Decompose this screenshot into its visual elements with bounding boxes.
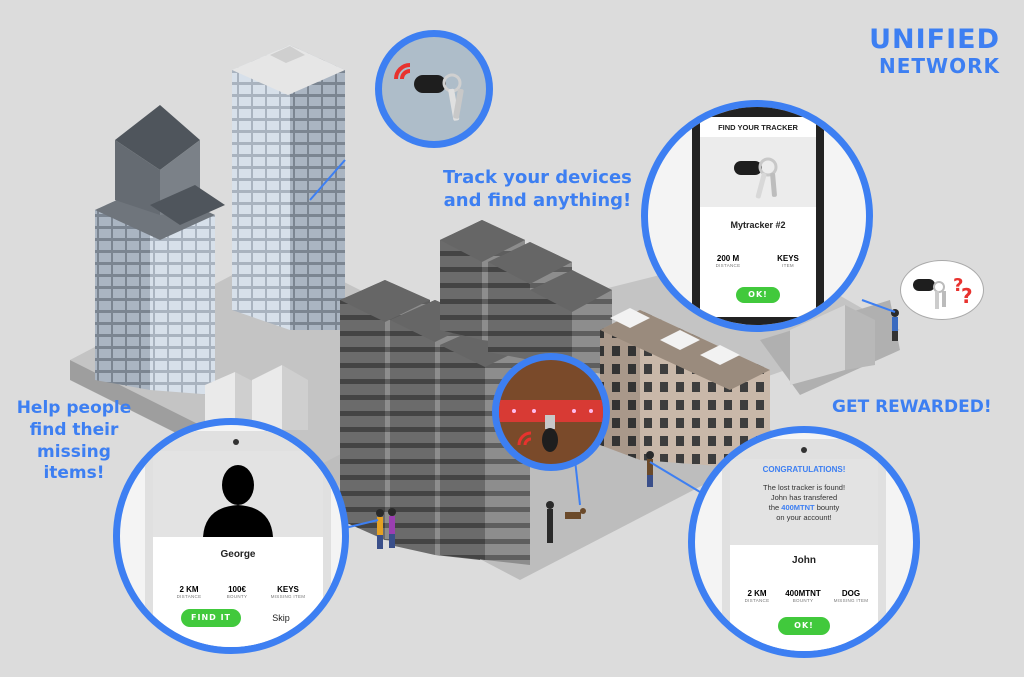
- question-mark-icon: ? ?: [913, 275, 973, 309]
- congrats-title: CONGRATULATIONS!: [762, 465, 846, 474]
- stat-label: BOUNTY: [792, 598, 814, 603]
- track-caption: Track your devices and find anything!: [443, 166, 632, 212]
- help-caption-line-3: missing items!: [37, 441, 111, 484]
- stat-value: 2 KM: [179, 585, 199, 594]
- stat-label: DISTANCE: [744, 598, 770, 603]
- phone-screen: CONGRATULATIONS! The lost tracker is fou…: [730, 459, 878, 651]
- question-bubble: ? ?: [900, 260, 984, 320]
- ok-button[interactable]: OK!: [778, 617, 830, 635]
- stat-label: MISSING ITEM: [833, 598, 869, 603]
- message-line: on your account!: [776, 513, 832, 522]
- phone-reward: CONGRATULATIONS! The lost tracker is fou…: [722, 439, 886, 651]
- brand-line-1: UNIFIED: [869, 24, 1000, 55]
- phone-screen: FIND YOUR TRACKER Mytracker #2 200 M DIS…: [700, 117, 816, 317]
- keys-bubble: [375, 30, 493, 148]
- phone-find-tracker: FIND YOUR TRACKER Mytracker #2 200 M DIS…: [692, 107, 824, 325]
- stat-value: KEYS: [777, 254, 799, 263]
- phone-screen: George 2 KM DISTANCE 100€ BOUNTY KEYS MI…: [153, 451, 323, 647]
- stat-value: 200 M: [716, 254, 740, 263]
- stat-distance: 200 M DISTANCE: [706, 254, 750, 268]
- stat-distance: 2 KM DISTANCE: [738, 589, 776, 603]
- stat-value: 400MTNT: [785, 589, 821, 598]
- key-tracker-icon: [734, 157, 778, 199]
- stat-bounty: 400MTNT BOUNTY: [780, 589, 826, 603]
- find-tracker-bubble: FIND YOUR TRACKER Mytracker #2 200 M DIS…: [641, 100, 873, 332]
- skip-button[interactable]: Skip: [272, 613, 290, 623]
- finder-name: John: [792, 555, 816, 566]
- stat-label: DISTANCE: [176, 594, 202, 599]
- dog-collar-icon: [499, 400, 603, 452]
- brand-logo: UNIFIED NETWORK: [869, 24, 1000, 78]
- dog-collar-bubble: [492, 353, 610, 471]
- brand-line-2: NETWORK: [878, 54, 1000, 79]
- tracker-name: Mytracker #2: [730, 220, 786, 230]
- person-silhouette-icon: [203, 465, 273, 537]
- reward-bubble: CONGRATULATIONS! The lost tracker is fou…: [688, 426, 920, 658]
- message-line: The lost tracker is found!: [762, 483, 846, 492]
- track-caption-line-2: and find anything!: [443, 190, 632, 212]
- stat-label: BOUNTY: [226, 594, 248, 599]
- ok-button[interactable]: OK!: [736, 287, 780, 303]
- help-caption-line-2: find their: [29, 419, 119, 440]
- camera-dot: [801, 447, 807, 453]
- reward-message: The lost tracker is found! John has tran…: [730, 483, 878, 523]
- stat-value: DOG: [841, 589, 861, 598]
- find-tracker-header: FIND YOUR TRACKER: [718, 123, 798, 132]
- tracker-image: [700, 137, 816, 207]
- find-it-button[interactable]: FIND IT: [181, 609, 241, 627]
- person-name: George: [220, 549, 256, 560]
- stat-label: MISSING ITEM: [270, 594, 306, 599]
- svg-text:?: ?: [953, 275, 963, 296]
- track-caption-line-1: Track your devices: [443, 167, 632, 188]
- svg-text:?: ?: [961, 284, 973, 308]
- stat-missing-item: KEYS MISSING ITEM: [263, 585, 313, 599]
- stat-value: 100€: [228, 585, 246, 594]
- key-tracker-icon: [394, 63, 464, 121]
- reward-caption: GET REWARDED!: [832, 397, 992, 417]
- missing-item-bubble: George 2 KM DISTANCE 100€ BOUNTY KEYS MI…: [113, 418, 349, 654]
- phone-missing-item: George 2 KM DISTANCE 100€ BOUNTY KEYS MI…: [145, 431, 331, 647]
- bounty-amount: 400MTNT: [781, 503, 815, 512]
- stat-item: KEYS ITEM: [766, 254, 810, 268]
- stat-bounty: 100€ BOUNTY: [217, 585, 257, 599]
- camera-dot: [233, 439, 239, 445]
- stat-value: KEYS: [277, 585, 299, 594]
- message-line: John has transfered: [770, 493, 838, 502]
- message-line-bounty: the 400MTNT bounty: [768, 503, 840, 512]
- message-panel: CONGRATULATIONS! The lost tracker is fou…: [730, 459, 878, 545]
- help-caption: Help people find their missing items!: [4, 398, 144, 485]
- help-caption-line-1: Help people: [16, 398, 132, 418]
- profile-photo: [153, 451, 323, 537]
- stat-label: ITEM: [782, 263, 794, 268]
- stat-value: 2 KM: [747, 589, 767, 598]
- stat-distance: 2 KM DISTANCE: [169, 585, 209, 599]
- stat-missing-item: DOG MISSING ITEM: [828, 589, 874, 603]
- stat-label: DISTANCE: [715, 263, 741, 268]
